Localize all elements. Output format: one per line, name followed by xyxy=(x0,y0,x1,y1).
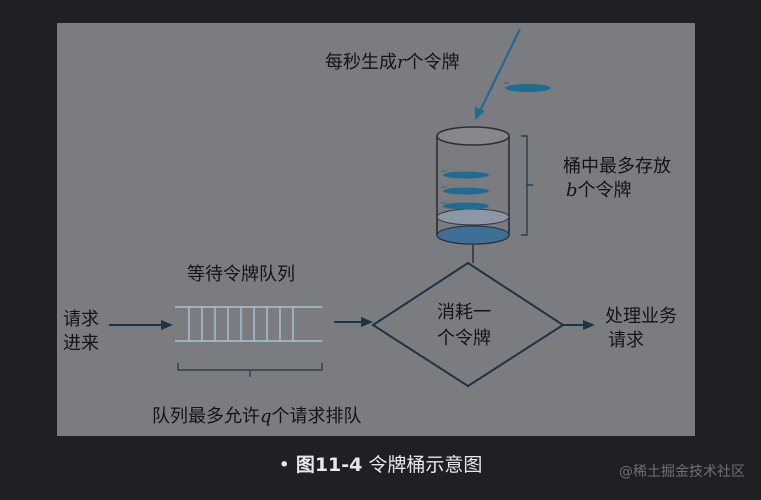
output-label-line2: 请求 xyxy=(608,330,644,351)
decision-label-line2: 个令牌 xyxy=(437,328,491,349)
request-in-arrow xyxy=(109,320,173,330)
caption-bullet: • xyxy=(278,454,290,476)
queue-title: 等待令牌队列 xyxy=(187,264,295,285)
output-label-line1: 处理业务 xyxy=(605,306,677,327)
diagram-graphics xyxy=(109,28,595,388)
consume-token-diamond xyxy=(371,261,565,388)
falling-token xyxy=(505,84,551,92)
waiting-queue xyxy=(175,306,322,342)
queue-limit-label: 队列最多允许q个请求排队 xyxy=(152,406,362,427)
bucket-capacity-label-line2: b个令牌 xyxy=(566,180,632,201)
request-in-label-line2: 进来 xyxy=(63,333,99,354)
token-bucket-diagram: 每秒生成r个令牌 桶中最多存放 b个令牌 等待令牌队列 请求 进来 消耗一 个令… xyxy=(57,23,695,436)
token-rate-label: 每秒生成r个令牌 xyxy=(325,52,460,73)
queue-to-decision-arrow xyxy=(334,317,373,327)
figure-number: 图11-4 xyxy=(295,454,363,476)
decision-label-line1: 消耗一 xyxy=(437,302,491,323)
watermark: @稀土掘金技术社区 xyxy=(619,464,745,480)
figure-caption: • 图11-4 令牌桶示意图 xyxy=(0,452,761,478)
queue-length-bracket xyxy=(177,363,323,377)
bucket-capacity-label-line1: 桶中最多存放 xyxy=(563,156,671,177)
bucket-token xyxy=(443,171,489,179)
figure-title: 令牌桶示意图 xyxy=(368,454,483,476)
bucket-capacity-bracket xyxy=(521,135,533,236)
bucket xyxy=(436,126,510,245)
output-arrow xyxy=(563,320,595,330)
bucket-token xyxy=(443,202,489,210)
request-in-label-line1: 请求 xyxy=(63,309,99,330)
bucket-token xyxy=(443,187,489,195)
token-inflow-arrow xyxy=(475,28,521,120)
